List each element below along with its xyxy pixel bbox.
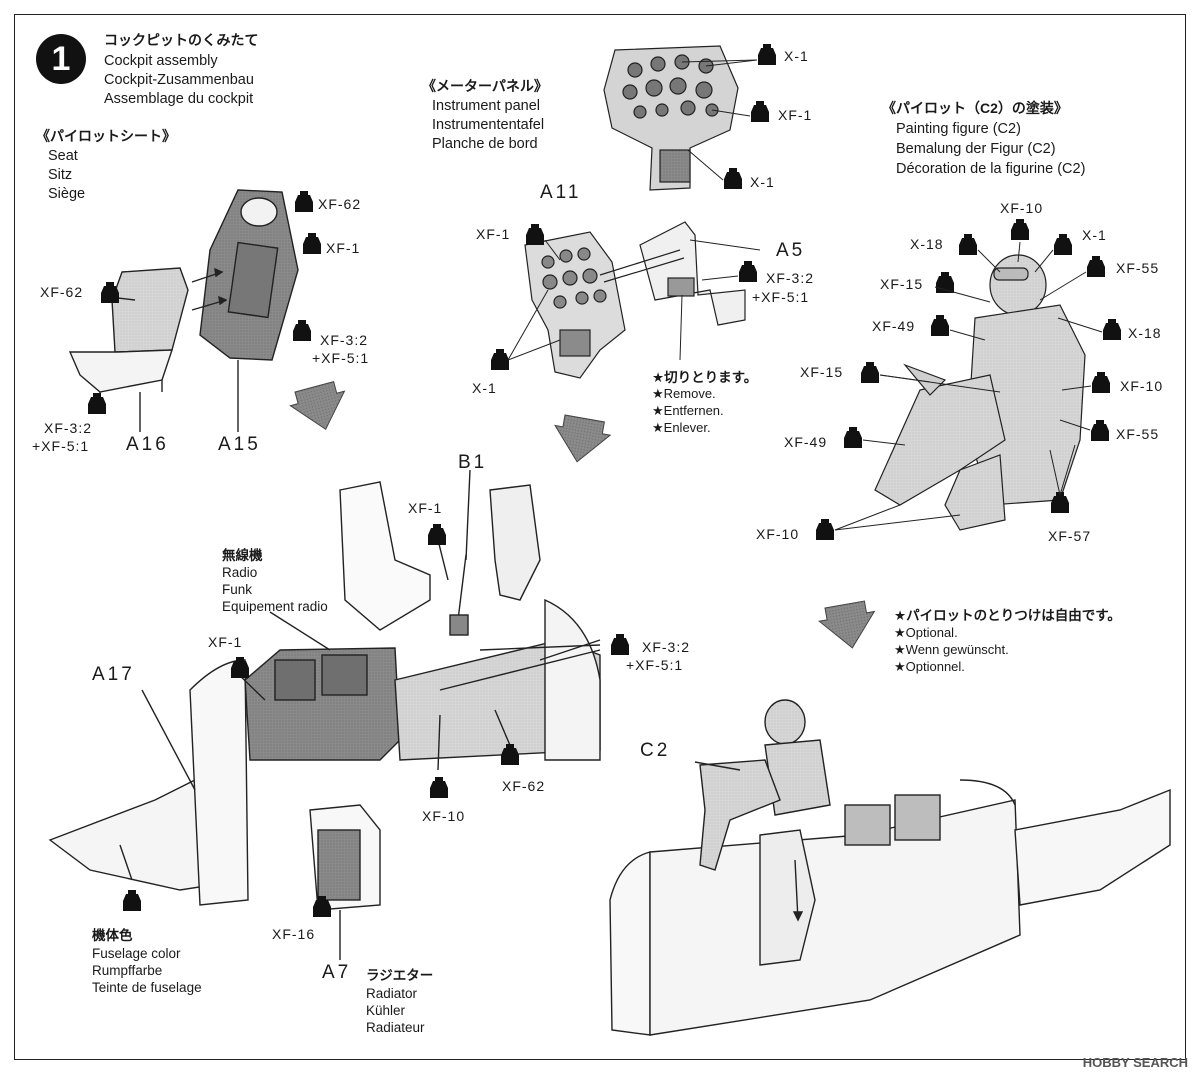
optional-en: ★Optional. [894, 625, 958, 640]
optional-fr: ★Optionnel. [894, 659, 965, 674]
seat-en: Seat [48, 148, 78, 164]
part-a5: A5 [776, 240, 806, 261]
seat-paint-mix-b: +XF-5:1 [312, 350, 370, 366]
assembly-paint-mix-a: XF-3:2 [642, 639, 691, 655]
pilot-paint-x18-left: X-18 [910, 236, 944, 252]
panel-leader-lines [507, 59, 761, 361]
part-a17: A17 [92, 664, 135, 685]
panel-remove-fr: ★Enlever. [652, 420, 711, 435]
part-b1: B1 [458, 452, 488, 473]
instrument-panel-parts [524, 221, 746, 379]
instrument-panel-top [603, 45, 739, 191]
pilot-paint-xf10-right: XF-10 [1120, 378, 1164, 394]
radiator-en: Radiator [366, 986, 418, 1001]
radio-de: Funk [222, 582, 253, 597]
seat-fr: Siège [48, 186, 86, 202]
pilot-paint-xf55-b: XF-55 [1116, 426, 1160, 442]
seat-heading: 《パイロットシート》 [36, 128, 176, 144]
part-a11: A11 [540, 182, 582, 203]
seat-paint-back: XF-62 [318, 196, 362, 212]
assembly-paint-xf10: XF-10 [422, 808, 466, 824]
pilot-paint-xf49-a: XF-49 [872, 318, 916, 334]
pilot-paint-xf15-a: XF-15 [880, 276, 924, 292]
assembly-paint-xf62: XF-62 [502, 778, 546, 794]
panel-paint-x1-c: X-1 [472, 380, 497, 396]
radiator-jp: ラジエター [366, 968, 434, 983]
seat-paint-cushion: XF-62 [40, 284, 84, 300]
panel-paint-x1-low: X-1 [750, 174, 775, 190]
fuselage-en: Fuselage color [92, 946, 181, 961]
pilot-heading: 《パイロット（C2）の塗装》 [882, 100, 1068, 116]
pilot-paint-xf15-b: XF-15 [800, 364, 844, 380]
step-number: 1 [36, 34, 86, 84]
seat-paint-mix-d: +XF-5:1 [32, 438, 90, 454]
panel-de: Instrumententafel [432, 117, 545, 133]
assembly-paint-mix-b: +XF-5:1 [626, 657, 684, 673]
pilot-paint-xf10-top: XF-10 [1000, 200, 1044, 216]
page-frame [14, 14, 1186, 1060]
seat-de: Sitz [48, 167, 73, 183]
pilot-en: Painting figure (C2) [896, 121, 1021, 137]
radio-en: Radio [222, 565, 258, 580]
step-arrow-2 [548, 413, 613, 468]
cockpit-final-assembly [609, 699, 1171, 1036]
panel-paint-xf1: XF-1 [778, 107, 813, 123]
step-title-en: Cockpit assembly [104, 53, 218, 69]
pilot-leader-lines [834, 241, 1103, 531]
pilot-paint-xf49-b: XF-49 [784, 434, 828, 450]
panel-remove-jp: ★切りとります。 [652, 370, 758, 385]
part-a16: A16 [126, 434, 169, 455]
radio-jp: 無線機 [222, 548, 263, 563]
part-a7: A7 [322, 962, 352, 983]
assembly-paint-xf16: XF-16 [272, 926, 316, 942]
radiator-de: Kühler [366, 1003, 406, 1018]
part-c2: C2 [640, 740, 671, 761]
fuselage-fr: Teinte de fuselage [92, 980, 202, 995]
pilot-figure [874, 254, 1086, 531]
panel-paint-x1-top: X-1 [784, 48, 809, 64]
step-title-jp: コックピットのくみたて [104, 32, 259, 48]
part-a15: A15 [218, 434, 261, 455]
optional-jp: ★パイロットのとりつけは自由です。 [894, 608, 1121, 623]
panel-fr: Planche de bord [432, 136, 538, 152]
radio-fr: Equipement radio [222, 599, 328, 614]
panel-heading: 《メーターパネル》 [422, 78, 548, 94]
panel-remove-de: ★Entfernen. [652, 403, 724, 418]
step-title-fr: Assemblage du cockpit [104, 91, 254, 107]
radiator-fr: Radiateur [366, 1020, 425, 1035]
fuselage-jp: 機体色 [92, 928, 133, 943]
pilot-paint-xf55-a: XF-55 [1116, 260, 1160, 276]
pilot-paint-x1: X-1 [1082, 227, 1107, 243]
fuselage-de: Rumpffarbe [92, 963, 163, 978]
cockpit-main-assembly [48, 469, 601, 960]
assembly-paint-xf1-stick: XF-1 [408, 500, 443, 516]
panel-paint-mix-b: +XF-5:1 [752, 289, 810, 305]
panel-remove-en: ★Remove. [652, 386, 716, 401]
pilot-fr: Décoration de la figurine (C2) [896, 161, 1086, 177]
seat-drawing [68, 189, 299, 432]
panel-paint-mix-a: XF-3:2 [766, 270, 815, 286]
assembly-paint-xf1-radio: XF-1 [208, 634, 243, 650]
seat-paint-mix-c: XF-3:2 [44, 420, 93, 436]
optional-de: ★Wenn gewünscht. [894, 642, 1009, 657]
step-arrow-1 [286, 379, 354, 438]
panel-en: Instrument panel [432, 98, 541, 114]
seat-paint-front: XF-1 [326, 240, 361, 256]
panel-paint-xf1-b: XF-1 [476, 226, 511, 242]
step-arrow-3 [816, 599, 881, 654]
pilot-de: Bemalung der Figur (C2) [896, 141, 1056, 157]
step-title-de: Cockpit-Zusammenbau [104, 72, 254, 88]
pilot-paint-xf57: XF-57 [1048, 528, 1092, 544]
watermark: HOBBY SEARCH [1082, 1055, 1188, 1070]
seat-paint-mix-a: XF-3:2 [320, 332, 369, 348]
pilot-paint-x18-right: X-18 [1128, 325, 1162, 341]
pilot-paint-xf10-bottom: XF-10 [756, 526, 800, 542]
